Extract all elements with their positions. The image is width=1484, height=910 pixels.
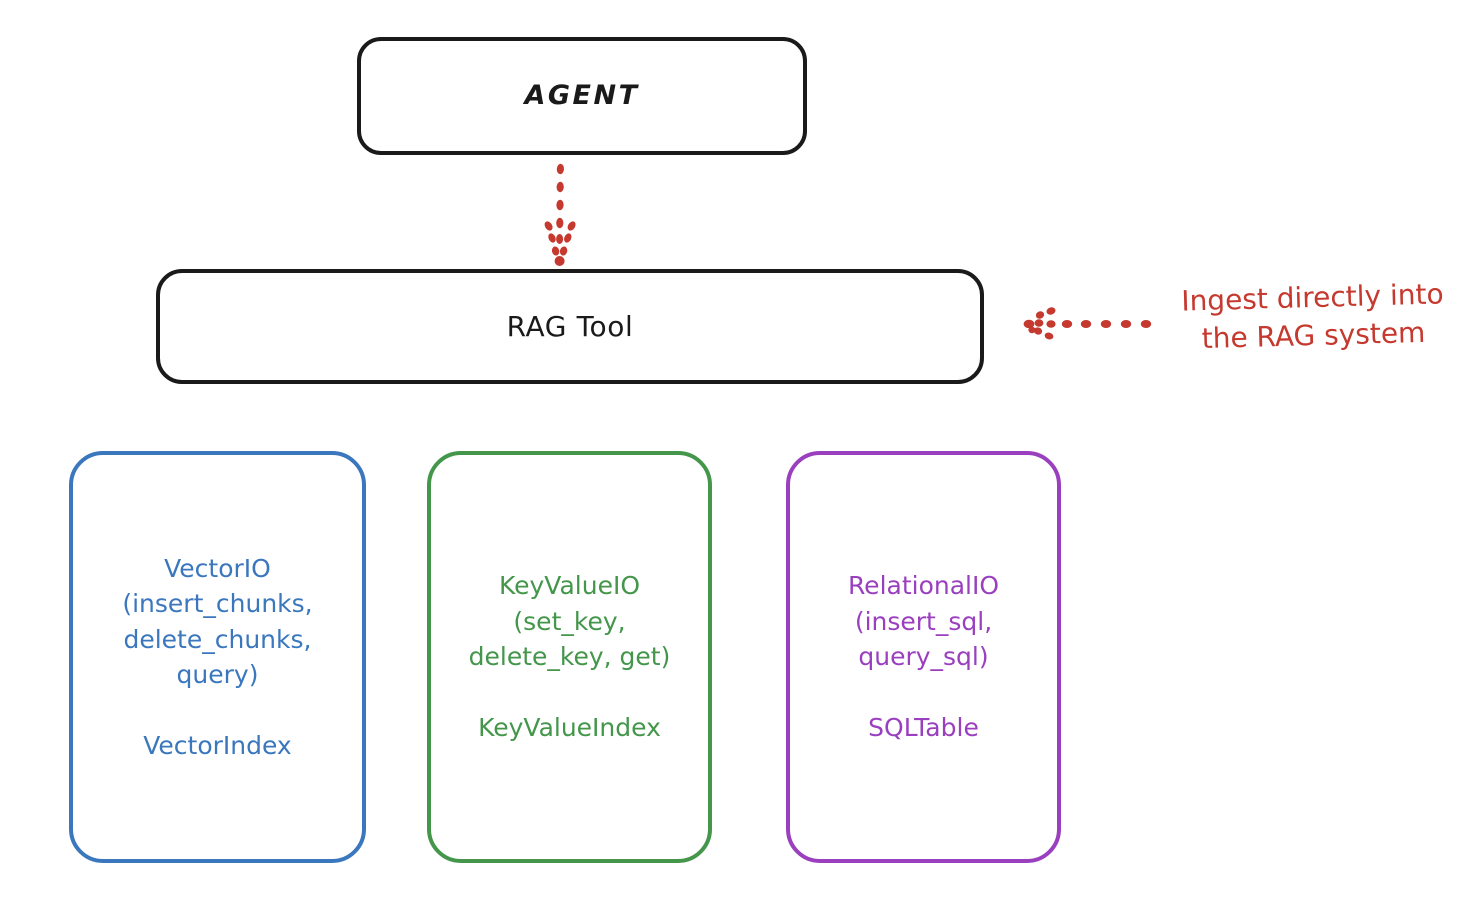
node-rag-tool[interactable]: RAG Tool [156,269,984,384]
arrow-ingest-to-rag-tool [1022,300,1152,348]
arrow-agent-to-rag-tool [540,163,580,267]
node-agent-label: AGENT [524,79,640,111]
node-vector-io-label: VectorIO (insert_chunks, delete_chunks, … [122,553,313,761]
node-rag-tool-label: RAG Tool [506,309,634,343]
node-agent[interactable]: AGENT [357,37,807,155]
node-vector-io[interactable]: VectorIO (insert_chunks, delete_chunks, … [69,451,366,863]
node-relational-io[interactable]: RelationalIO (insert_sql, query_sql) SQL… [786,451,1061,863]
node-key-value-io[interactable]: KeyValueIO (set_key, delete_key, get) Ke… [427,451,712,863]
node-key-value-io-label: KeyValueIO (set_key, delete_key, get) Ke… [468,571,671,743]
annotation-ingest: Ingest directly into the RAG system [1180,277,1445,356]
node-relational-io-label: RelationalIO (insert_sql, query_sql) SQL… [847,571,1000,743]
